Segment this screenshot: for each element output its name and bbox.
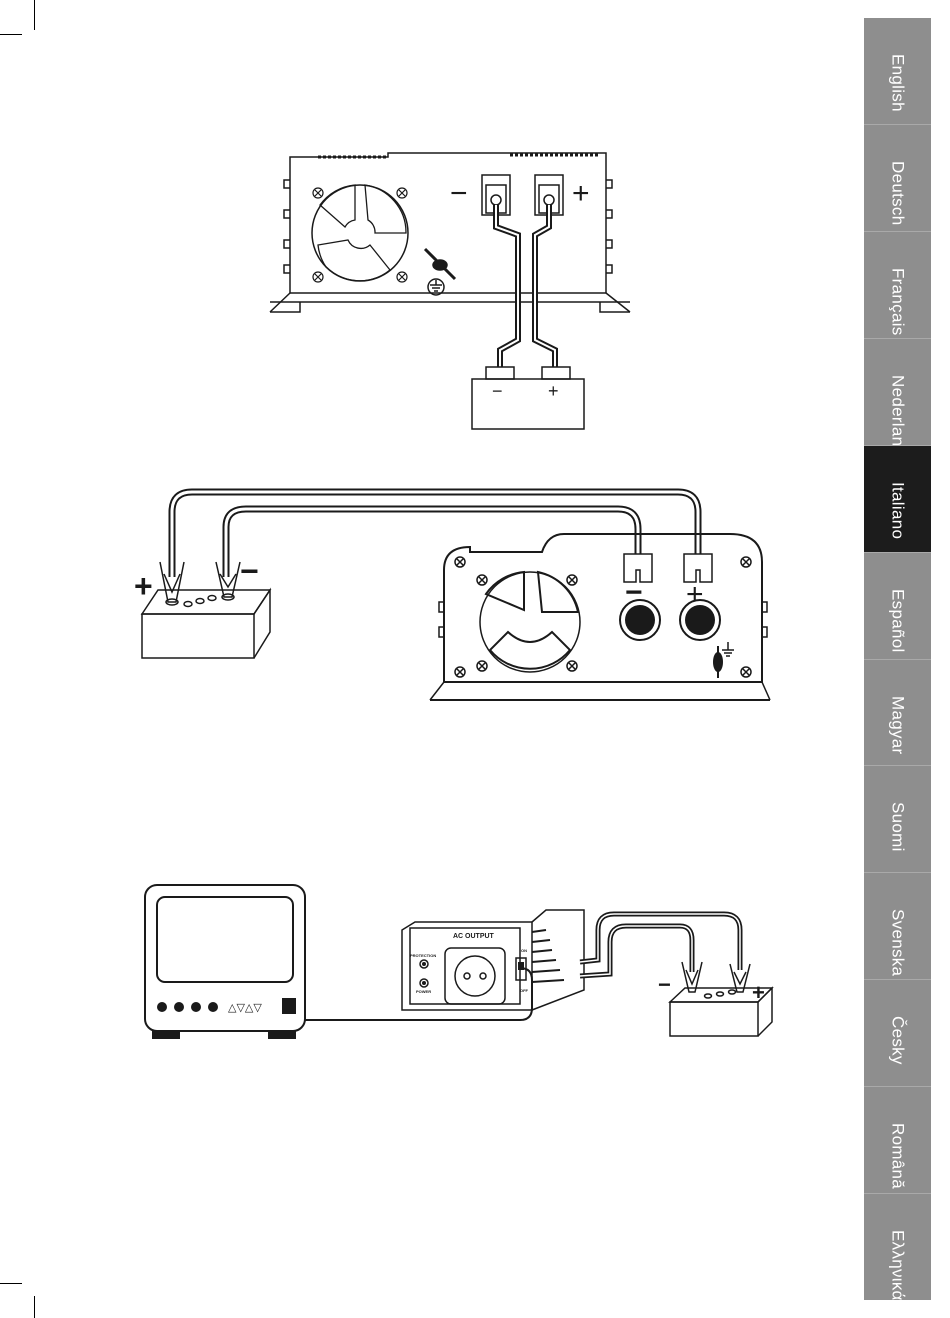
language-tab-label: Deutsch [888, 125, 908, 225]
language-tab-0[interactable]: English [864, 18, 931, 125]
protection-label: PROTECTION [410, 953, 436, 958]
diagram-inverter-battery-terminals: − + − + [260, 145, 640, 440]
language-tab-label: Italiano [888, 446, 908, 539]
tv-buttons: △▽△▽ [228, 1002, 262, 1014]
language-tab-8[interactable]: Svenska [864, 873, 931, 980]
crop-mark [34, 1296, 35, 1318]
language-tab-4[interactable]: Italiano [864, 446, 931, 553]
language-tab-label: Español [888, 553, 908, 653]
panel-plus-label: + [686, 578, 704, 611]
battery3-minus-label: − [658, 972, 671, 997]
battery3-plus-label: + [752, 980, 765, 1005]
ac-output-label: AC OUTPUT [453, 933, 495, 940]
language-tab-label: Svenska [888, 873, 908, 976]
language-tab-11[interactable]: Ελληνικά [864, 1194, 931, 1300]
language-tab-3[interactable]: Nederlands [864, 339, 931, 446]
language-tab-2[interactable]: Français [864, 232, 931, 339]
language-tab-9[interactable]: Česky [864, 980, 931, 1087]
battery-minus-label: − [492, 381, 503, 401]
panel-minus-label: − [625, 576, 643, 609]
language-tab-label: English [888, 18, 908, 112]
clamp-minus-label: − [240, 553, 259, 589]
crop-mark [0, 1283, 22, 1284]
battery-plus-label: + [548, 381, 559, 401]
language-tab-5[interactable]: Español [864, 553, 931, 660]
language-tab-label: Ελληνικά [888, 1194, 908, 1300]
language-tab-label: Română [888, 1087, 908, 1189]
language-tab-10[interactable]: Română [864, 1087, 931, 1194]
crop-mark [0, 34, 22, 35]
language-tab-label: Nederlands [888, 339, 908, 446]
language-tab-label: Français [888, 232, 908, 336]
diagram-tv-inverter-battery: △▽△▽ AC OUTPUT PROTECTION POWER ON OF [140, 880, 780, 1045]
terminal-minus-label: − [450, 177, 468, 210]
language-tab-label: Magyar [888, 660, 908, 755]
on-label: ON [521, 948, 527, 953]
language-tab-label: Suomi [888, 766, 908, 852]
off-label: OFF [520, 988, 529, 993]
language-tab-label: Česky [888, 980, 908, 1065]
power-label: POWER [416, 989, 431, 994]
crop-mark [34, 0, 35, 30]
language-tab-6[interactable]: Magyar [864, 660, 931, 767]
language-tab-1[interactable]: Deutsch [864, 125, 931, 232]
language-tab-7[interactable]: Suomi [864, 766, 931, 873]
clamp-plus-label: + [134, 568, 153, 604]
terminal-plus-label: + [572, 177, 590, 210]
diagram-battery-clamps-inverter: + − [130, 482, 780, 714]
